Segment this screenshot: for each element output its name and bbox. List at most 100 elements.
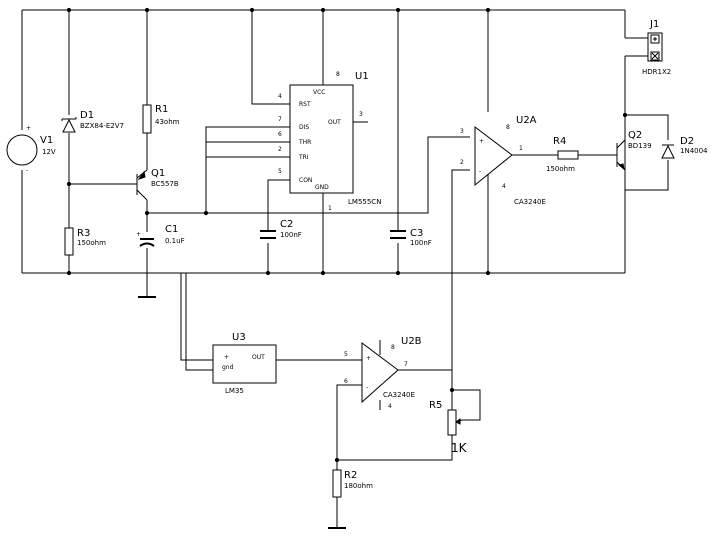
- svg-text:GND: GND: [315, 184, 329, 191]
- u2b-value: CA3240E: [383, 391, 415, 399]
- junction: [265, 270, 271, 276]
- voltage-source-v1: + - V1 12V: [6, 125, 56, 174]
- junction: [395, 270, 401, 276]
- svg-text:3: 3: [359, 111, 363, 118]
- svg-text:1: 1: [519, 145, 523, 152]
- resistor-r3: R3 150ohm: [64, 227, 106, 256]
- junction: [66, 181, 72, 187]
- svg-text:-: -: [479, 168, 481, 175]
- r1-value: 43ohm: [155, 118, 180, 126]
- r3-value: 150ohm: [77, 239, 106, 247]
- ic-u1-lm555: 4 8 7 6 2 5 3 1 RST VCC DIS THR TRI CON …: [278, 71, 381, 212]
- capacitor-c3: C3 100nF: [390, 228, 432, 247]
- svg-text:RST: RST: [299, 101, 311, 108]
- j1-value: HDR1X2: [642, 68, 671, 76]
- j1-ref: J1: [649, 19, 659, 30]
- opamp-u2a: + - 3 2 8 1 4 U2A CA3240E: [460, 115, 546, 206]
- junction: [320, 7, 326, 13]
- junction: [66, 270, 72, 276]
- junction: [144, 7, 150, 13]
- r5-value: 1K: [451, 441, 468, 455]
- potentiometer-r5: R5 1K: [429, 400, 468, 455]
- u3-ref: U3: [232, 332, 246, 343]
- svg-text:OUT: OUT: [252, 354, 265, 361]
- svg-text:+: +: [224, 354, 229, 361]
- d1-value: BZX84-E2V7: [80, 122, 124, 130]
- c3-ref: C3: [410, 228, 423, 239]
- diode-d2: D2 1N4004: [661, 136, 708, 159]
- c1-ref: C1: [165, 224, 178, 235]
- r4-value: 150ohm: [546, 165, 575, 173]
- svg-text:VCC: VCC: [313, 89, 325, 96]
- transistor-q2: Q2 BD139: [616, 115, 652, 190]
- svg-text:+: +: [136, 231, 141, 238]
- svg-text:6: 6: [344, 378, 348, 385]
- svg-text:CON: CON: [299, 177, 312, 184]
- svg-text:3: 3: [460, 128, 464, 135]
- svg-text:-: -: [26, 167, 28, 174]
- r4-ref: R4: [553, 136, 566, 147]
- junction: [66, 7, 72, 13]
- junction: [449, 387, 455, 393]
- svg-text:8: 8: [391, 344, 395, 351]
- svg-text:2: 2: [278, 146, 282, 153]
- q2-value: BD139: [628, 142, 652, 150]
- u2b-ref: U2B: [401, 336, 422, 347]
- junction: [249, 7, 255, 13]
- junction: [395, 7, 401, 13]
- junction: [334, 457, 340, 463]
- svg-text:+: +: [26, 125, 31, 132]
- c2-ref: C2: [280, 219, 293, 230]
- svg-text:-: -: [366, 384, 368, 391]
- u1-value: LM555CN: [348, 198, 381, 206]
- opamp-u2b: + - 5 6 8 7 4 U2B CA3240E: [344, 336, 422, 410]
- junction: [485, 270, 491, 276]
- svg-text:4: 4: [388, 403, 392, 410]
- transistor-q1: Q1 BC557B: [130, 168, 179, 201]
- wires: [21, 9, 669, 529]
- u2a-value: CA3240E: [514, 198, 546, 206]
- junction: [485, 7, 491, 13]
- svg-text:OUT: OUT: [328, 119, 341, 126]
- junction: [144, 210, 150, 216]
- svg-text:7: 7: [404, 361, 408, 368]
- svg-text:2: 2: [460, 159, 464, 166]
- d2-value: 1N4004: [680, 147, 708, 155]
- r3-ref: R3: [77, 228, 90, 239]
- junctions: [66, 7, 628, 463]
- svg-text:1: 1: [328, 205, 332, 212]
- svg-text:THR: THR: [298, 139, 311, 146]
- junction: [320, 270, 326, 276]
- svg-text:DIS: DIS: [299, 124, 309, 131]
- svg-text:4: 4: [502, 183, 506, 190]
- svg-text:+: +: [479, 138, 484, 145]
- svg-text:7: 7: [278, 116, 282, 123]
- junction: [203, 210, 209, 216]
- sensor-u3-lm35: + gnd OUT U3 LM35: [212, 332, 277, 395]
- c2-value: 100nF: [280, 231, 302, 239]
- c1-value: 0.1uF: [165, 237, 185, 245]
- svg-text:4: 4: [278, 93, 282, 100]
- d1-ref: D1: [80, 110, 94, 121]
- r5-ref: R5: [429, 400, 442, 411]
- d2-ref: D2: [680, 136, 694, 147]
- v1-value: 12V: [42, 148, 56, 156]
- u1-ref: U1: [355, 71, 369, 82]
- r1-ref: R1: [155, 104, 168, 115]
- svg-text:gnd: gnd: [222, 364, 234, 371]
- svg-text:5: 5: [344, 351, 348, 358]
- header-j1: J1 HDR1X2: [642, 19, 671, 76]
- v1-ref: V1: [40, 135, 53, 146]
- capacitor-c2: C2 100nF: [260, 219, 302, 239]
- q1-value: BC557B: [151, 180, 179, 188]
- c3-value: 100nF: [410, 239, 432, 247]
- r2-ref: R2: [344, 470, 357, 481]
- q1-ref: Q1: [151, 168, 165, 179]
- svg-text:8: 8: [506, 124, 510, 131]
- u3-value: LM35: [225, 387, 244, 395]
- svg-text:+: +: [366, 355, 371, 362]
- zener-diode-d1: D1 BZX84-E2V7: [61, 110, 124, 133]
- capacitor-c1: + C1 0.1uF: [136, 224, 185, 247]
